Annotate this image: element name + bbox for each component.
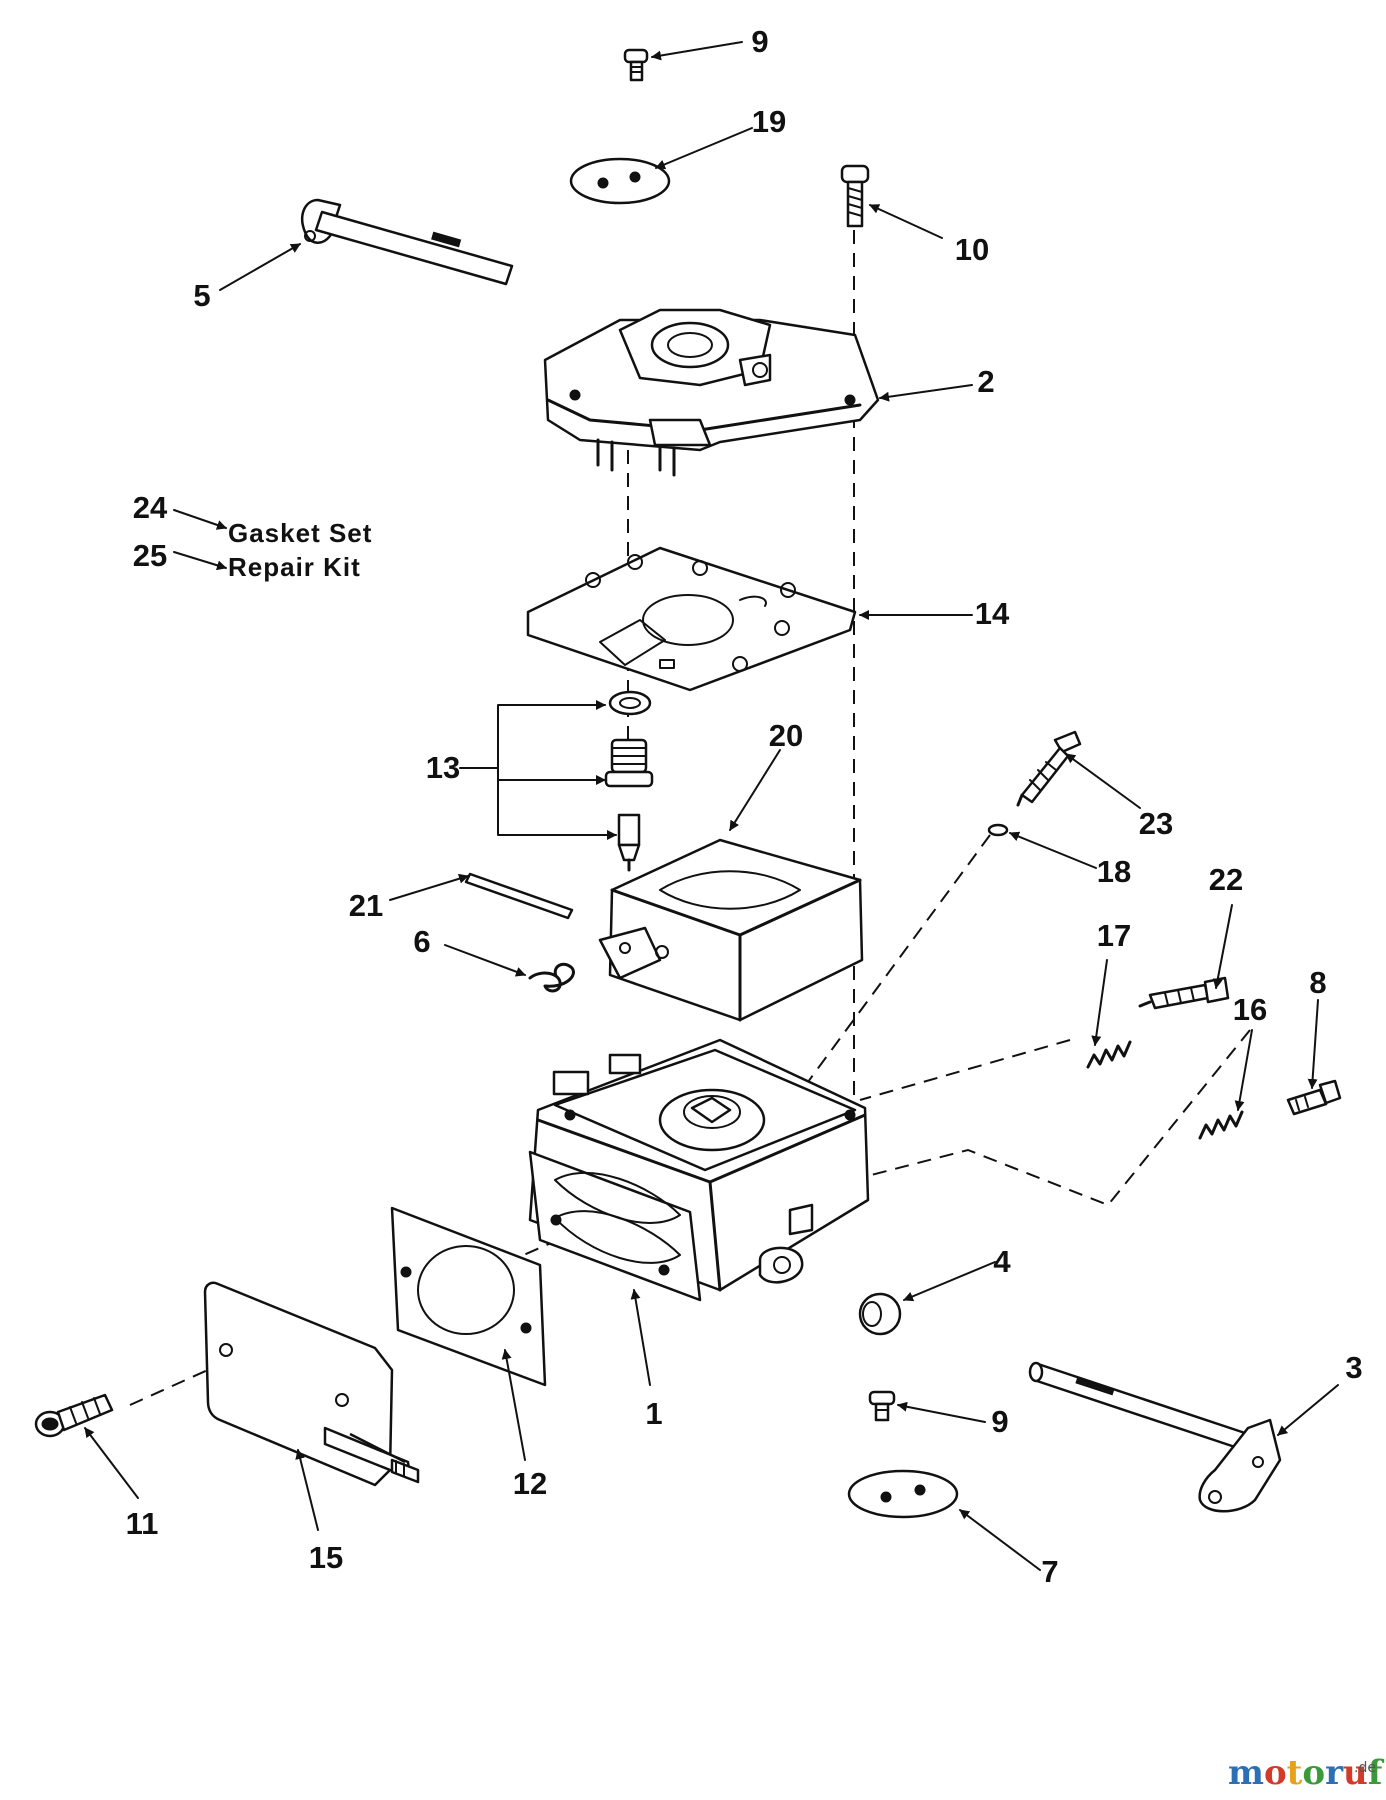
gasket-part-12 xyxy=(390,1206,547,1387)
carburetor-body-part-1 xyxy=(528,1038,870,1302)
spring-part-16 xyxy=(1198,1110,1244,1140)
legend: 24 Gasket Set 25 Repair Kit xyxy=(133,490,372,582)
label-part-2: 2 xyxy=(977,364,994,399)
label-part-8: 8 xyxy=(1309,965,1326,1000)
legend-num-repair-kit: 25 xyxy=(133,538,167,573)
idle-screw-part-22 xyxy=(1138,976,1230,1010)
label-part-1: 1 xyxy=(645,1396,662,1431)
label-part-9-top: 9 xyxy=(751,24,768,59)
label-part-11: 11 xyxy=(126,1506,159,1541)
clip-part-6 xyxy=(528,962,575,993)
label-part-3: 3 xyxy=(1345,1350,1362,1385)
leader-arrows xyxy=(84,41,1339,1571)
watermark-wordmark: motoruf xyxy=(1228,1753,1385,1793)
gasket-part-14 xyxy=(526,546,857,692)
label-part-5: 5 xyxy=(193,278,210,313)
label-part-17: 17 xyxy=(1097,918,1131,953)
float-part-20 xyxy=(598,838,864,1022)
mixture-needle-part-23 xyxy=(1016,730,1082,807)
pin-part-21 xyxy=(464,872,574,920)
throttle-shaft-part-5 xyxy=(301,198,514,286)
label-part-16: 16 xyxy=(1233,992,1267,1027)
label-part-13: 13 xyxy=(426,750,460,785)
label-part-15: 15 xyxy=(309,1540,343,1575)
label-part-4: 4 xyxy=(993,1244,1011,1279)
legend-label-gasket-set: Gasket Set xyxy=(228,518,372,548)
o-ring-part-18 xyxy=(987,823,1009,837)
label-part-23: 23 xyxy=(1139,806,1173,841)
spring-part-17 xyxy=(1086,1040,1132,1069)
screw-part-8 xyxy=(1286,1079,1342,1116)
screw-part-9-bottom xyxy=(868,1390,896,1422)
label-part-20: 20 xyxy=(769,718,803,753)
part-number-labels: 9 19 10 5 2 14 13 20 23 18 21 6 22 17 16… xyxy=(126,24,1363,1589)
label-part-7: 7 xyxy=(1041,1554,1058,1589)
bushing-part-4 xyxy=(858,1292,902,1336)
legend-num-gasket-set: 24 xyxy=(133,490,168,525)
screw-part-10 xyxy=(840,164,870,228)
label-part-19: 19 xyxy=(752,104,786,139)
screw-part-11 xyxy=(34,1393,114,1438)
label-part-14: 14 xyxy=(975,596,1010,631)
screw-part-9-top xyxy=(623,48,649,82)
cover-plate-part-15 xyxy=(203,1281,420,1487)
watermark-logo: motoruf .de xyxy=(1228,1753,1385,1793)
label-part-9-bottom: 9 xyxy=(991,1404,1008,1439)
label-part-12: 12 xyxy=(513,1466,547,1501)
needle-valve-part-13 xyxy=(604,690,654,872)
throttle-plate-part-19 xyxy=(569,157,671,205)
label-part-18: 18 xyxy=(1097,854,1131,889)
label-part-10: 10 xyxy=(955,232,989,267)
label-part-22: 22 xyxy=(1209,862,1243,897)
legend-label-repair-kit: Repair Kit xyxy=(228,552,361,582)
throttle-plate-part-7 xyxy=(847,1469,959,1519)
label-part-21: 21 xyxy=(349,888,383,923)
shaft-part-3 xyxy=(1028,1361,1282,1513)
carburetor-cover-part-2 xyxy=(543,308,880,477)
label-part-6: 6 xyxy=(413,924,430,959)
watermark-suffix: .de xyxy=(1354,1760,1376,1776)
